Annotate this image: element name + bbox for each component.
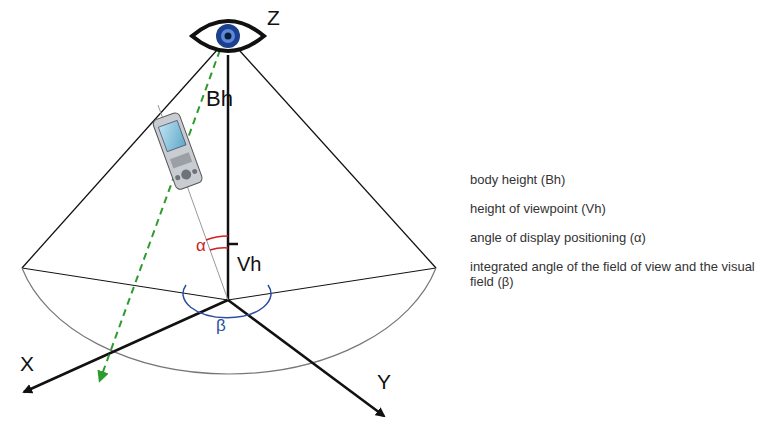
legend-note: angle of display positioning (α) [470, 231, 646, 246]
axis-letter: X [20, 352, 34, 376]
legend-note: height of viewpoint (Vh) [470, 202, 606, 217]
axis-letter: Z [267, 6, 280, 30]
dimension-label: Vh [237, 253, 261, 276]
legend-note: body height (Bh) [470, 173, 565, 188]
axis-letter: Y [377, 370, 391, 394]
angle-symbol: β [216, 316, 226, 336]
dimension-label: Bh [206, 86, 233, 111]
legend-note: integrated angle of the field of view an… [470, 260, 770, 290]
angle-symbol: α [196, 236, 206, 256]
